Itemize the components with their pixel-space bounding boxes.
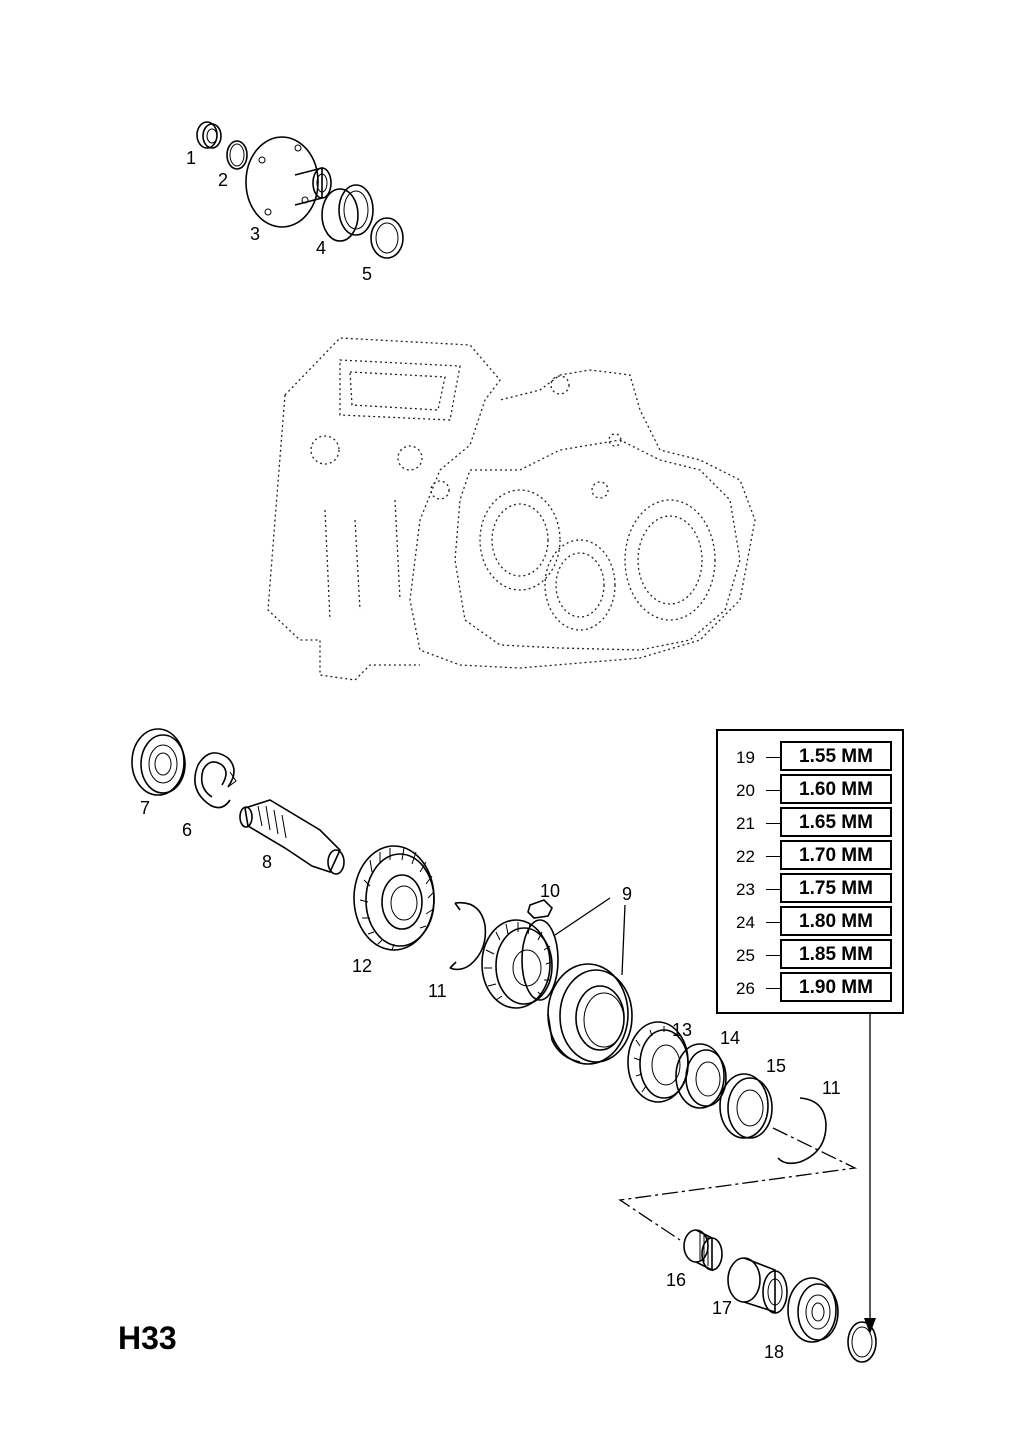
part-5-ring[interactable] xyxy=(370,217,404,259)
size-ref: 22 xyxy=(736,847,755,866)
callout-4: 4 xyxy=(316,238,326,258)
size-value: 1.85 MM xyxy=(780,939,892,969)
part-9-synchro-sleeve[interactable] xyxy=(547,963,633,1065)
size-row: 22 1.70 MM xyxy=(718,840,904,870)
size-row: 24 1.80 MM xyxy=(718,906,904,936)
size-value: 1.80 MM xyxy=(780,906,892,936)
part-18-bearing[interactable] xyxy=(787,1277,839,1343)
callout-14: 14 xyxy=(720,1028,740,1048)
part-7-bearing[interactable] xyxy=(131,728,186,796)
part-19-26-shim[interactable] xyxy=(847,1321,877,1363)
callout-1: 1 xyxy=(186,148,196,168)
part-17-bush[interactable] xyxy=(727,1257,788,1314)
size-ref: 21 xyxy=(736,814,755,833)
size-row: 19 1.55 MM xyxy=(718,741,904,771)
callout-11-left: 11 xyxy=(428,981,447,1001)
size-value: 1.90 MM xyxy=(780,972,892,1002)
part-10-key[interactable] xyxy=(527,899,553,919)
callout-17: 17 xyxy=(712,1298,732,1318)
callout-9: 9 xyxy=(622,884,632,904)
part-4-seal[interactable] xyxy=(321,184,374,242)
callout-8: 8 xyxy=(262,852,272,872)
size-value: 1.60 MM xyxy=(780,774,892,804)
size-dash xyxy=(766,889,780,890)
size-dash xyxy=(766,823,780,824)
part-11-snap-ring-right[interactable] xyxy=(777,1097,827,1165)
part-15-thrust-washer[interactable] xyxy=(719,1073,773,1139)
size-dash xyxy=(766,955,780,956)
size-row: 23 1.75 MM xyxy=(718,873,904,903)
callout-15: 15 xyxy=(766,1056,786,1076)
callout-5: 5 xyxy=(362,264,372,284)
size-ref: 19 xyxy=(736,748,755,767)
size-value: 1.70 MM xyxy=(780,840,892,870)
arrow-head-icon xyxy=(864,1318,876,1334)
size-value: 1.65 MM xyxy=(780,807,892,837)
part-16-needle-bearing[interactable] xyxy=(683,1229,723,1272)
size-dash xyxy=(766,856,780,857)
page-code: H33 xyxy=(118,1320,177,1356)
part-6-circlip[interactable] xyxy=(194,752,237,809)
size-row: 21 1.65 MM xyxy=(718,807,904,837)
callout-3: 3 xyxy=(250,224,260,244)
size-row: 25 1.85 MM xyxy=(718,939,904,969)
size-value: 1.55 MM xyxy=(780,741,892,771)
part-14-bearing-cage[interactable] xyxy=(675,1043,727,1109)
size-row: 20 1.60 MM xyxy=(718,774,904,804)
shim-size-table: 19 1.55 MM 20 1.60 MM 21 1.65 MM 22 1.70… xyxy=(716,729,904,1014)
size-dash xyxy=(766,988,780,989)
part-8-shaft[interactable] xyxy=(239,799,345,875)
callout-labels: 1 2 3 4 5 6 7 8 9 10 11 11 12 13 14 15 1… xyxy=(140,148,841,1362)
size-ref: 20 xyxy=(736,781,755,800)
transmission-housing xyxy=(267,337,756,681)
size-dash xyxy=(766,790,780,791)
part-1-plug[interactable] xyxy=(196,121,222,149)
callout-10: 10 xyxy=(540,881,560,901)
part-3-flange[interactable] xyxy=(245,136,332,228)
size-dash xyxy=(766,757,780,758)
callout-12: 12 xyxy=(352,956,372,976)
size-ref: 24 xyxy=(736,913,755,932)
callout-11-right: 11 xyxy=(822,1078,841,1098)
size-ref: 26 xyxy=(736,979,755,998)
part-9-gear[interactable] xyxy=(481,919,559,1009)
part-11-snap-ring-left[interactable] xyxy=(449,901,487,971)
part-2-o-ring[interactable] xyxy=(226,140,248,170)
callout-7: 7 xyxy=(140,798,150,818)
size-row: 26 1.90 MM xyxy=(718,972,904,1002)
size-ref: 25 xyxy=(736,946,755,965)
callout-13: 13 xyxy=(672,1020,692,1040)
callout-18: 18 xyxy=(764,1342,784,1362)
part-12-helical-gear[interactable] xyxy=(353,845,435,951)
callout-16: 16 xyxy=(666,1270,686,1290)
size-ref: 23 xyxy=(736,880,755,899)
leader-lines xyxy=(554,897,876,1334)
callout-2: 2 xyxy=(218,170,228,190)
size-value: 1.75 MM xyxy=(780,873,892,903)
size-dash xyxy=(766,922,780,923)
callout-6: 6 xyxy=(182,820,192,840)
